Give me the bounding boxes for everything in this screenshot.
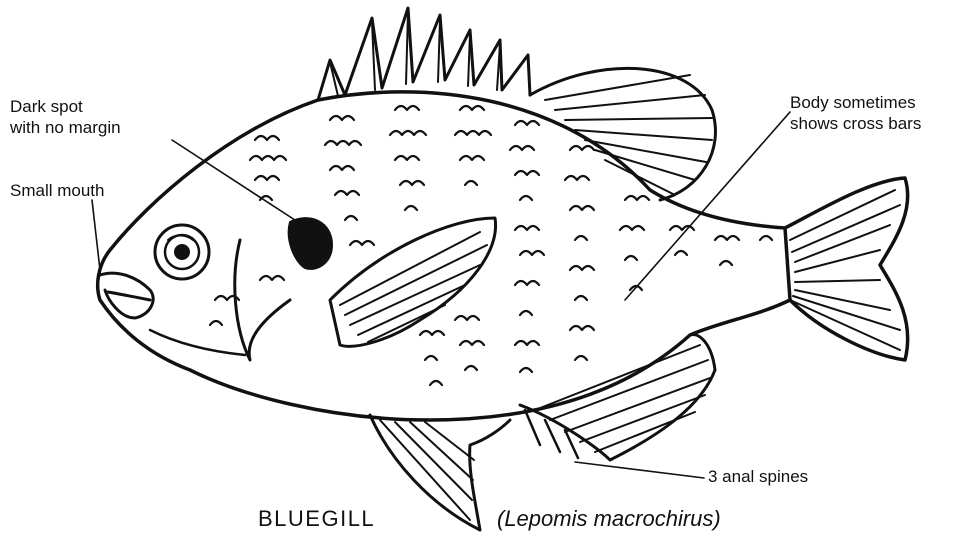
eye bbox=[155, 225, 209, 279]
label-body-line1: Body sometimes bbox=[790, 92, 921, 113]
label-body-cross-bars: Body sometimes shows cross bars bbox=[790, 92, 921, 134]
label-small-mouth: Small mouth bbox=[10, 180, 104, 201]
dark-opercular-spot bbox=[289, 218, 332, 269]
leader-anal-spines bbox=[575, 462, 704, 478]
gill-cover bbox=[235, 240, 290, 360]
label-body-line2: shows cross bars bbox=[790, 113, 921, 134]
label-dark-spot-line2: with no margin bbox=[10, 117, 121, 138]
label-dark-spot-line1: Dark spot bbox=[10, 96, 121, 117]
caudal-fin bbox=[785, 178, 908, 360]
label-dark-spot: Dark spot with no margin bbox=[10, 96, 121, 138]
label-anal-spines: 3 anal spines bbox=[708, 466, 808, 487]
pectoral-fin bbox=[330, 218, 496, 346]
common-name-title: BLUEGILL bbox=[258, 506, 375, 532]
fish-body bbox=[98, 92, 790, 420]
soft-dorsal-fin bbox=[530, 68, 715, 200]
pelvic-fin bbox=[370, 415, 510, 530]
leader-small-mouth bbox=[92, 200, 100, 270]
dorsal-fin bbox=[318, 8, 530, 100]
scientific-name: (Lepomis macrochirus) bbox=[497, 506, 721, 532]
anal-fin bbox=[520, 335, 715, 460]
